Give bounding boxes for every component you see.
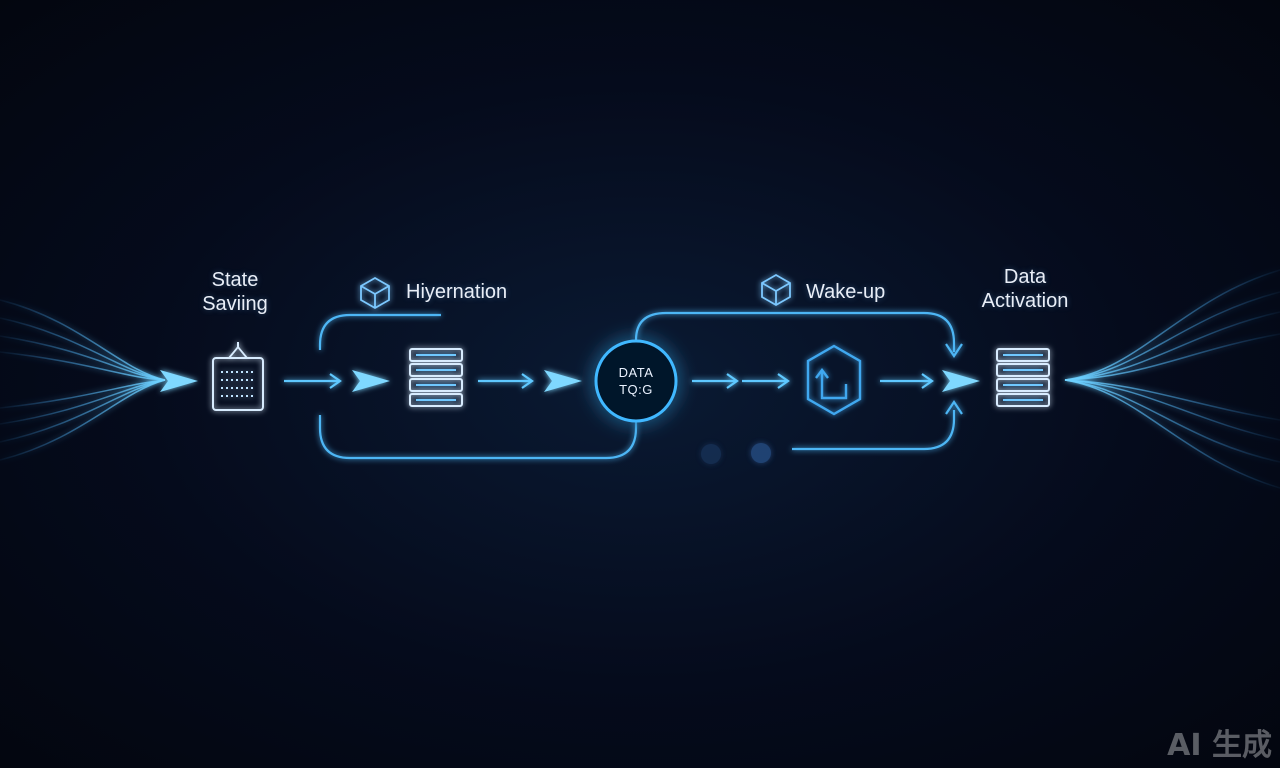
- server-stack-icon: [409, 348, 463, 407]
- watermark: AI 生成: [1167, 728, 1272, 763]
- arrow-right-icon: [544, 370, 582, 392]
- entry-arrow-icon: [160, 370, 198, 392]
- hibernation-loop: [318, 313, 638, 460]
- arrow-right-icon: [284, 373, 342, 389]
- arrow-right-icon: [880, 373, 934, 389]
- data-activation-label: Data Activation: [981, 266, 1069, 312]
- cube-icon: [360, 276, 390, 310]
- glow-dots: [701, 443, 771, 464]
- chip-icon: [212, 342, 264, 411]
- arrow-right-icon: [478, 373, 534, 389]
- data-hub: [594, 339, 678, 423]
- box-arrow-icon: [806, 344, 862, 416]
- hibernation-label: Hiyernation: [406, 281, 508, 303]
- arrow-right-icon: [352, 370, 390, 392]
- server-stack-icon: [996, 348, 1050, 407]
- wake-up-label: Wake-up: [806, 281, 886, 303]
- right-light-streams: [1064, 269, 1280, 489]
- arrow-right-icon: [942, 370, 980, 392]
- hub-label: DATA TQ:G: [618, 365, 654, 397]
- arrow-right-icon: [692, 373, 790, 389]
- wake-up-loop: [634, 311, 963, 451]
- cube-icon: [761, 273, 791, 307]
- state-saving-label: State Saviing: [202, 269, 268, 315]
- left-light-streams: [0, 299, 166, 461]
